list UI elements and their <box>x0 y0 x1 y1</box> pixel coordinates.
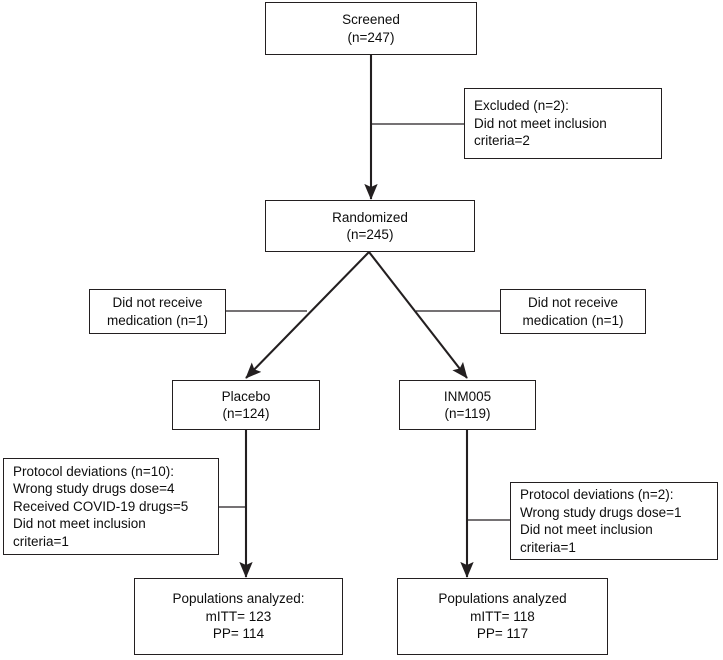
node-text-line: Placebo <box>221 388 271 404</box>
node-text-line: Screened <box>342 12 400 27</box>
node-text-line: Protocol deviations (n=10): <box>13 463 174 479</box>
node-text-line: medication (n=1) <box>107 312 208 328</box>
node-text-line: Did not receive <box>112 295 203 310</box>
node-text-line: PP= 117 <box>476 626 529 642</box>
node-text-line: medication (n=1) <box>522 312 624 328</box>
node-text-line: (n=247) <box>347 29 395 45</box>
node-text-line: Protocol deviations (n=2): <box>520 487 674 502</box>
randomized-to-placebo-arrow <box>245 251 370 379</box>
node-text-line: (n=119) <box>444 406 491 421</box>
node-screened: Screened (n=247) <box>265 2 477 55</box>
node-did-not-receive-medication-right: Did not receive medication (n=1) <box>500 289 646 334</box>
node-text-line: Wrong study drugs dose=4 <box>13 481 175 497</box>
node-text-line: Populations analyzed: <box>172 591 305 607</box>
node-did-not-receive-medication-left: Did not receive medication (n=1) <box>89 289 226 334</box>
node-text-line: criteria=1 <box>13 533 69 549</box>
node-text-line: Randomized <box>332 209 408 225</box>
node-text-line: Did not meet inclusion <box>520 522 653 537</box>
node-protocol-deviations-left: Protocol deviations (n=10): Wrong study d… <box>3 458 219 555</box>
node-text-line: Did not receive <box>527 295 619 310</box>
node-text-line: (n=245) <box>346 227 394 242</box>
node-excluded: Excluded (n=2):Did not meet inclusion cri… <box>464 88 662 159</box>
node-randomized: Randomized (n=245) <box>265 200 475 252</box>
node-text-line: Populations analyzed <box>438 591 567 607</box>
node-text-line: INM005 <box>443 388 492 404</box>
node-text-line: Did not meet inclusion <box>13 516 146 532</box>
node-text-line: Did not meet inclusion <box>474 115 607 131</box>
node-text-line: criteria=2 <box>474 133 530 149</box>
node-inm005: INM005 (n=119) <box>399 380 536 430</box>
randomized-to-inm005-arrow <box>368 251 468 379</box>
node-text-line: Wrong study drugs dose=1 <box>520 504 682 520</box>
node-text-line: Excluded (n=2): <box>474 98 569 114</box>
node-text-line: PP= 114 <box>212 626 265 642</box>
node-text-line: Received COVID-19 drugs=5 <box>13 498 189 514</box>
node-text-line: mITT= 123 <box>205 608 272 624</box>
node-text-line: criteria=1 <box>520 539 576 555</box>
node-protocol-deviations-right: Protocol deviations (n=2): Wrong study dr… <box>510 482 718 560</box>
node-placebo: Placebo (n=124) <box>172 380 320 430</box>
node-text-line: mITT= 118 <box>470 608 535 624</box>
node-text-line: (n=124) <box>222 406 270 421</box>
